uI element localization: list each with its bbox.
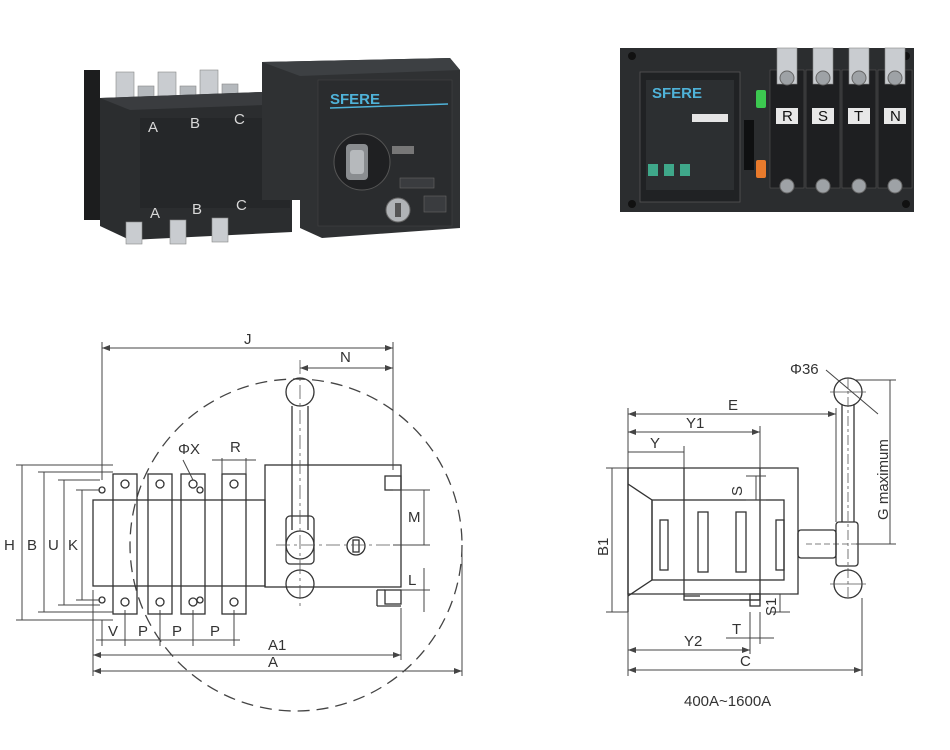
dim-label-y: Y bbox=[650, 435, 660, 452]
phase-label-top-b: B bbox=[190, 115, 200, 132]
dim-label-g-maximum: G maximum bbox=[875, 439, 892, 520]
dim-label-j: J bbox=[244, 331, 252, 348]
phase-label-bottom-c: C bbox=[236, 197, 247, 214]
pole-label-r: R bbox=[782, 108, 793, 125]
photo-left-device: SFERE A B C A B C bbox=[84, 58, 460, 245]
rotary-handle-icon bbox=[333, 133, 391, 191]
dim-label-a1: A1 bbox=[268, 637, 286, 654]
rating-caption: 400A~1600A bbox=[684, 693, 771, 710]
dim-label-e: E bbox=[728, 397, 738, 414]
lock-knob-icon bbox=[346, 536, 366, 556]
orange-indicator-icon bbox=[756, 160, 766, 178]
dim-label-b: B bbox=[27, 537, 37, 554]
green-indicator-icon bbox=[756, 90, 766, 108]
dim-label-p1: P bbox=[138, 623, 148, 640]
dim-label-y2: Y2 bbox=[684, 633, 702, 650]
dim-label-h: H bbox=[4, 537, 15, 554]
key-lock-icon bbox=[385, 197, 411, 223]
dim-label-t: T bbox=[732, 621, 741, 638]
dim-label-s1: S1 bbox=[763, 598, 780, 616]
dim-label-c: C bbox=[740, 653, 751, 670]
phase-label-bottom-a: A bbox=[150, 205, 160, 222]
brand-logo-left: SFERE bbox=[330, 91, 380, 108]
lower-terminals-icon bbox=[125, 217, 229, 245]
dim-label-r: R bbox=[230, 439, 241, 456]
dim-label-p2: P bbox=[172, 623, 182, 640]
drawing-right-side-view: Φ36 G maximum E Y1 Y S B1 bbox=[595, 361, 896, 710]
dim-label-n: N bbox=[340, 349, 351, 366]
dim-label-v: V bbox=[108, 623, 118, 640]
brand-logo-right: SFERE bbox=[652, 85, 702, 102]
dim-label-a: A bbox=[268, 654, 278, 671]
pole-label-s: S bbox=[818, 108, 828, 125]
pole-label-n: N bbox=[890, 108, 901, 125]
dim-label-phix: ΦX bbox=[178, 441, 200, 458]
dim-label-m: M bbox=[408, 509, 421, 526]
dim-label-phi36: Φ36 bbox=[790, 361, 819, 378]
dim-label-s: S bbox=[729, 486, 746, 496]
dim-label-b1: B1 bbox=[595, 538, 612, 556]
terminal-screws-icon bbox=[98, 479, 239, 607]
dim-label-u: U bbox=[48, 537, 59, 554]
poles-icon bbox=[769, 47, 913, 194]
phase-label-top-c: C bbox=[234, 111, 245, 128]
dim-label-k: K bbox=[68, 537, 78, 554]
dim-label-y1: Y1 bbox=[686, 415, 704, 432]
dim-label-p3: P bbox=[210, 623, 220, 640]
phase-label-top-a: A bbox=[148, 119, 158, 136]
drawing-left-front-view: J N ΦX R H B U K M L bbox=[4, 331, 463, 712]
photo-right-device: SFERE bbox=[620, 47, 914, 212]
phase-label-bottom-b: B bbox=[192, 201, 202, 218]
dim-label-l: L bbox=[408, 572, 416, 589]
pole-label-t: T bbox=[854, 108, 863, 125]
